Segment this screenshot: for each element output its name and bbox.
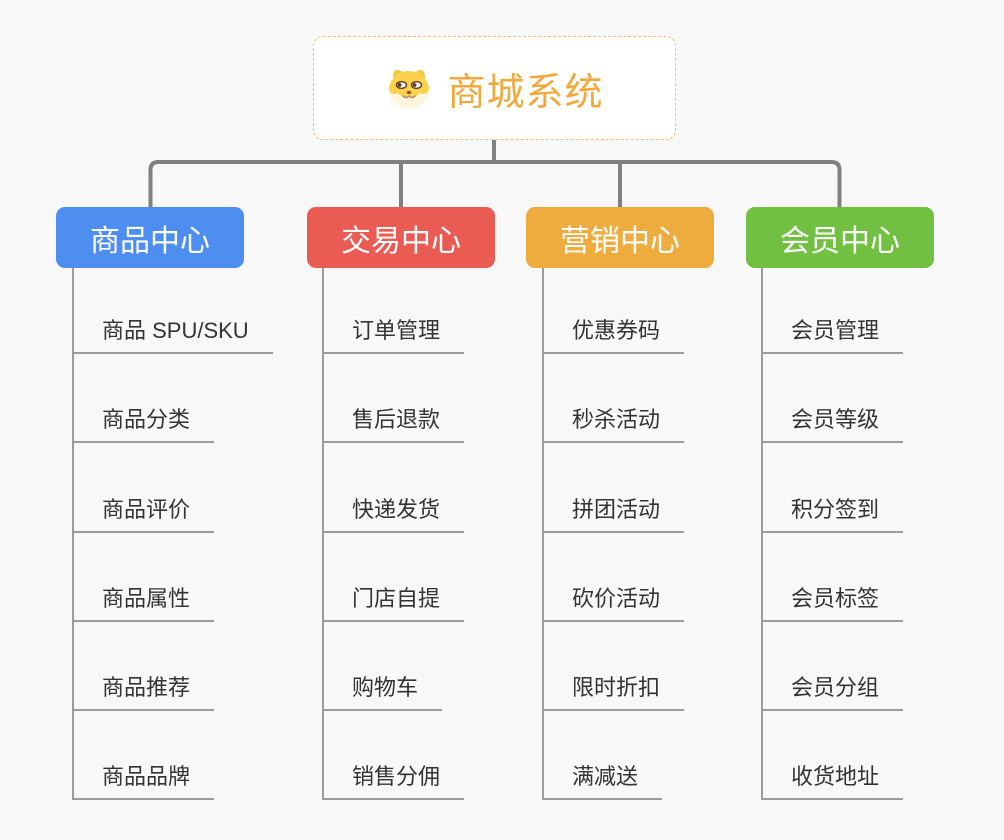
root-title: 商城系统 [447, 71, 604, 114]
branch-node-member-center[interactable]: 会员中心 [746, 207, 934, 268]
shiba-dog-icon [389, 69, 430, 109]
leaf-node[interactable]: 订单管理 [324, 316, 465, 354]
leaf-node[interactable]: 会员等级 [763, 405, 904, 443]
branch-node-marketing-center[interactable]: 营销中心 [526, 207, 714, 268]
branch-label: 会员中心 [780, 224, 900, 258]
leaf-node[interactable]: 商品品牌 [74, 762, 215, 800]
leaf-node[interactable]: 商品 SPU/SKU [74, 316, 273, 354]
branch-node-product-center[interactable]: 商品中心 [56, 207, 244, 268]
leaf-node[interactable]: 限时折扣 [544, 673, 685, 711]
leaf-node[interactable]: 拼团活动 [544, 495, 685, 533]
leaf-node[interactable]: 优惠券码 [544, 316, 685, 354]
branch-column-marketing: 优惠券码 秒杀活动 拼团活动 砍价活动 限时折扣 满减送 [542, 268, 784, 800]
leaf-node[interactable]: 门店自提 [324, 584, 465, 622]
leaf-node[interactable]: 秒杀活动 [544, 405, 685, 443]
leaf-node[interactable]: 积分签到 [763, 495, 904, 533]
branch-bus-line [148, 160, 842, 207]
branch-column-member: 会员管理 会员等级 积分签到 会员标签 会员分组 收货地址 [761, 268, 1003, 800]
branch-column-trade: 订单管理 售后退款 快递发货 门店自提 购物车 销售分佣 [322, 268, 564, 800]
leaf-node[interactable]: 会员分组 [763, 673, 904, 711]
leaf-node[interactable]: 快递发货 [324, 495, 465, 533]
root-node[interactable]: 商城系统 [313, 36, 676, 140]
leaf-node[interactable]: 购物车 [324, 673, 443, 711]
leaf-node[interactable]: 销售分佣 [324, 762, 465, 800]
leaf-node[interactable]: 会员管理 [763, 316, 904, 354]
leaf-node[interactable]: 满减送 [544, 762, 663, 800]
branch-label: 交易中心 [341, 224, 461, 258]
leaf-node[interactable]: 砍价活动 [544, 584, 685, 622]
leaf-node[interactable]: 售后退款 [324, 405, 465, 443]
leaf-node[interactable]: 商品评价 [74, 495, 215, 533]
leaf-node[interactable]: 收货地址 [763, 762, 904, 800]
leaf-node[interactable]: 会员标签 [763, 584, 904, 622]
branch-label: 营销中心 [560, 224, 680, 258]
branch-node-trade-center[interactable]: 交易中心 [307, 207, 495, 268]
branch-label: 商品中心 [90, 224, 210, 258]
leaf-node[interactable]: 商品属性 [74, 584, 215, 622]
leaf-node[interactable]: 商品分类 [74, 405, 215, 443]
branch-column-product: 商品 SPU/SKU 商品分类 商品评价 商品属性 商品推荐 商品品牌 [72, 268, 314, 800]
leaf-node[interactable]: 商品推荐 [74, 673, 215, 711]
